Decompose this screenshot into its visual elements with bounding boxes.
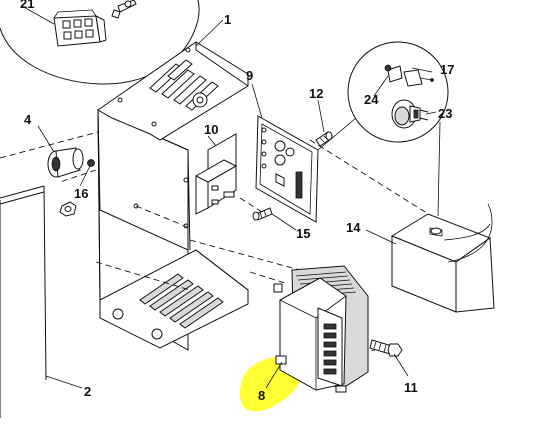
transformer-assembly xyxy=(273,265,369,393)
screw-15 xyxy=(252,207,273,221)
callout-4: 4 xyxy=(24,112,32,127)
callout-1: 1 xyxy=(224,12,231,27)
callout-labels: 21 1 9 12 4 10 16 15 14 17 24 23 11 8 2 xyxy=(20,0,454,403)
callout-14: 14 xyxy=(346,220,361,235)
callout-10: 10 xyxy=(204,122,218,137)
callout-15: 15 xyxy=(296,226,310,241)
screw-12 xyxy=(315,131,333,147)
callout-9: 9 xyxy=(246,68,253,83)
side-connector xyxy=(47,147,95,217)
callout-24: 24 xyxy=(364,92,379,107)
callout-16: 16 xyxy=(74,186,88,201)
terminal-screws xyxy=(323,323,337,375)
callout-11: 11 xyxy=(404,380,418,395)
callout-21: 21 xyxy=(20,0,34,11)
callout-2: 2 xyxy=(84,384,91,399)
bolt-11 xyxy=(369,339,403,357)
callout-12: 12 xyxy=(309,86,323,101)
cover-bracket xyxy=(390,203,495,313)
callout-17: 17 xyxy=(440,62,454,77)
relay xyxy=(194,133,238,215)
detail-circle-plug xyxy=(317,41,449,217)
callout-23: 23 xyxy=(438,106,452,121)
circuit-board xyxy=(255,115,319,223)
chassis-panel xyxy=(97,41,249,351)
callout-8: 8 xyxy=(258,388,265,403)
detail-circle-connector xyxy=(0,0,200,85)
leader-lines xyxy=(37,19,437,389)
side-panel xyxy=(0,185,47,418)
